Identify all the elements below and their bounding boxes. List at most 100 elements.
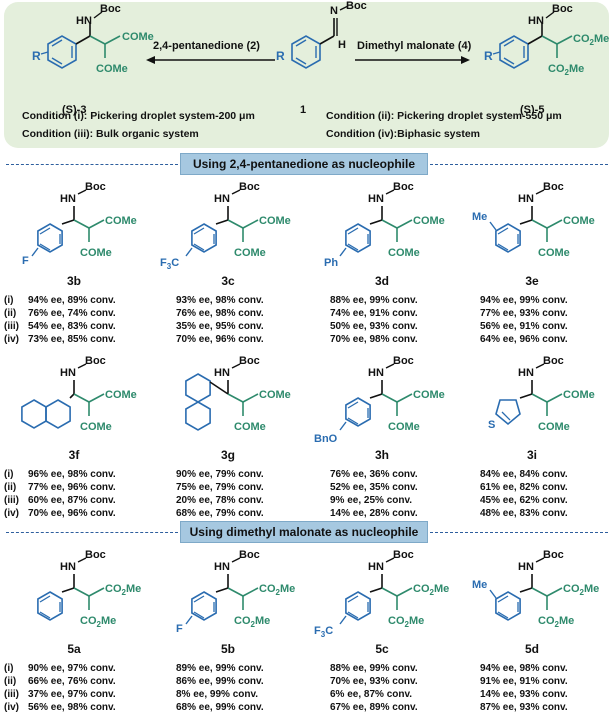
imine-structure: R N Boc H: [276, 0, 367, 69]
condition-row-label: (i): [4, 469, 14, 480]
svg-text:HN: HN: [518, 193, 534, 205]
condition-row-label: (iii): [4, 689, 19, 700]
result-value: 86% ee, 99% conv.: [176, 676, 264, 687]
result-value: 66% ee, 76% conv.: [28, 676, 116, 687]
reaction-scheme-panel: [4, 2, 609, 148]
result-value: 9% ee, 25% conv.: [330, 495, 413, 506]
svg-text:R: R: [32, 49, 41, 63]
svg-text:COMe: COMe: [259, 215, 291, 227]
result-value: 76% ee, 98% conv.: [176, 308, 264, 319]
result-value: 90% ee, 97% conv.: [28, 663, 116, 674]
svg-text:COMe: COMe: [538, 247, 570, 259]
reaction-scheme: R HN Boc COMe COMe (S)-3 R N Boc H 1: [32, 0, 609, 116]
condition-row-label: (ii): [4, 308, 17, 319]
svg-text:CO2Me: CO2Me: [573, 33, 609, 47]
result-value: 68% ee, 99% conv.: [176, 702, 264, 713]
compound-label: 3g: [220, 448, 235, 462]
svg-text:HN: HN: [368, 561, 384, 573]
condition-iii: Condition (iii): Bulk organic system: [22, 128, 199, 140]
svg-text:COMe: COMe: [388, 421, 420, 433]
svg-text:F3C: F3C: [314, 625, 333, 639]
svg-text:COMe: COMe: [96, 63, 128, 75]
result-value: 77% ee, 96% conv.: [28, 482, 116, 493]
svg-text:Me: Me: [472, 579, 487, 591]
result-value: 56% ee, 98% conv.: [28, 702, 116, 713]
condition-row-label: (iv): [4, 508, 19, 519]
compound-label: 3d: [374, 274, 389, 288]
reagent-right-label: Dimethyl malonate (4): [357, 40, 472, 52]
svg-text:Boc: Boc: [239, 549, 260, 561]
product-left-label: (S)-3: [62, 104, 86, 116]
compound-label: 3f: [68, 448, 80, 462]
svg-text:HN: HN: [60, 193, 76, 205]
result-value: 96% ee, 98% conv.: [28, 469, 116, 480]
result-value: 54% ee, 83% conv.: [28, 321, 116, 332]
svg-text:COMe: COMe: [80, 421, 112, 433]
svg-text:COMe: COMe: [563, 389, 595, 401]
result-value: 64% ee, 96% conv.: [480, 334, 568, 345]
condition-row-label: (iv): [4, 334, 19, 345]
svg-text:Boc: Boc: [543, 181, 564, 193]
condition-row-label: (ii): [4, 482, 17, 493]
svg-text:COMe: COMe: [538, 421, 570, 433]
divider-right-2: [430, 532, 608, 533]
svg-text:Boc: Boc: [85, 181, 106, 193]
svg-text:Boc: Boc: [239, 181, 260, 193]
svg-text:HN: HN: [368, 193, 384, 205]
svg-text:COMe: COMe: [563, 215, 595, 227]
condition-row-label: (i): [4, 295, 14, 306]
svg-text:Me: Me: [472, 211, 487, 223]
result-value: 67% ee, 89% conv.: [330, 702, 418, 713]
svg-text:COMe: COMe: [413, 215, 445, 227]
svg-text:HN: HN: [214, 193, 230, 205]
svg-text:Ph: Ph: [324, 257, 338, 269]
compound-label: 5d: [524, 642, 539, 656]
result-value: 89% ee, 99% conv.: [176, 663, 264, 674]
svg-text:Boc: Boc: [393, 181, 414, 193]
svg-text:Boc: Boc: [543, 549, 564, 561]
result-value: 52% ee, 35% conv.: [330, 482, 418, 493]
svg-text:COMe: COMe: [105, 215, 137, 227]
compound-label: 3h: [374, 448, 389, 462]
svg-text:COMe: COMe: [122, 31, 154, 43]
result-value: 6% ee, 87% conv.: [330, 689, 413, 700]
condition-row-label: (iv): [4, 702, 19, 713]
result-value: 61% ee, 82% conv.: [480, 482, 568, 493]
svg-text:COMe: COMe: [234, 247, 266, 259]
svg-text:COMe: COMe: [105, 389, 137, 401]
compound-label: 3c: [221, 274, 235, 288]
result-value: 76% ee, 74% conv.: [28, 308, 116, 319]
svg-text:HN: HN: [76, 15, 92, 27]
result-value: 8% ee, 99% conv.: [176, 689, 259, 700]
result-value: 77% ee, 93% conv.: [480, 308, 568, 319]
divider-left-2: [6, 532, 178, 533]
result-value: 90% ee, 79% conv.: [176, 469, 264, 480]
result-value: 70% ee, 98% conv.: [330, 334, 418, 345]
condition-row-label: (iii): [4, 495, 19, 506]
divider-right: [430, 164, 608, 165]
compound-label: 3e: [525, 274, 539, 288]
svg-text:HN: HN: [214, 367, 230, 379]
svg-text:HN: HN: [214, 561, 230, 573]
compound-label: 5c: [375, 642, 389, 656]
condition-i: Condition (i): Pickering droplet system-…: [22, 110, 255, 122]
result-value: 35% ee, 95% conv.: [176, 321, 264, 332]
svg-text:Boc: Boc: [85, 355, 106, 367]
svg-text:Boc: Boc: [393, 549, 414, 561]
